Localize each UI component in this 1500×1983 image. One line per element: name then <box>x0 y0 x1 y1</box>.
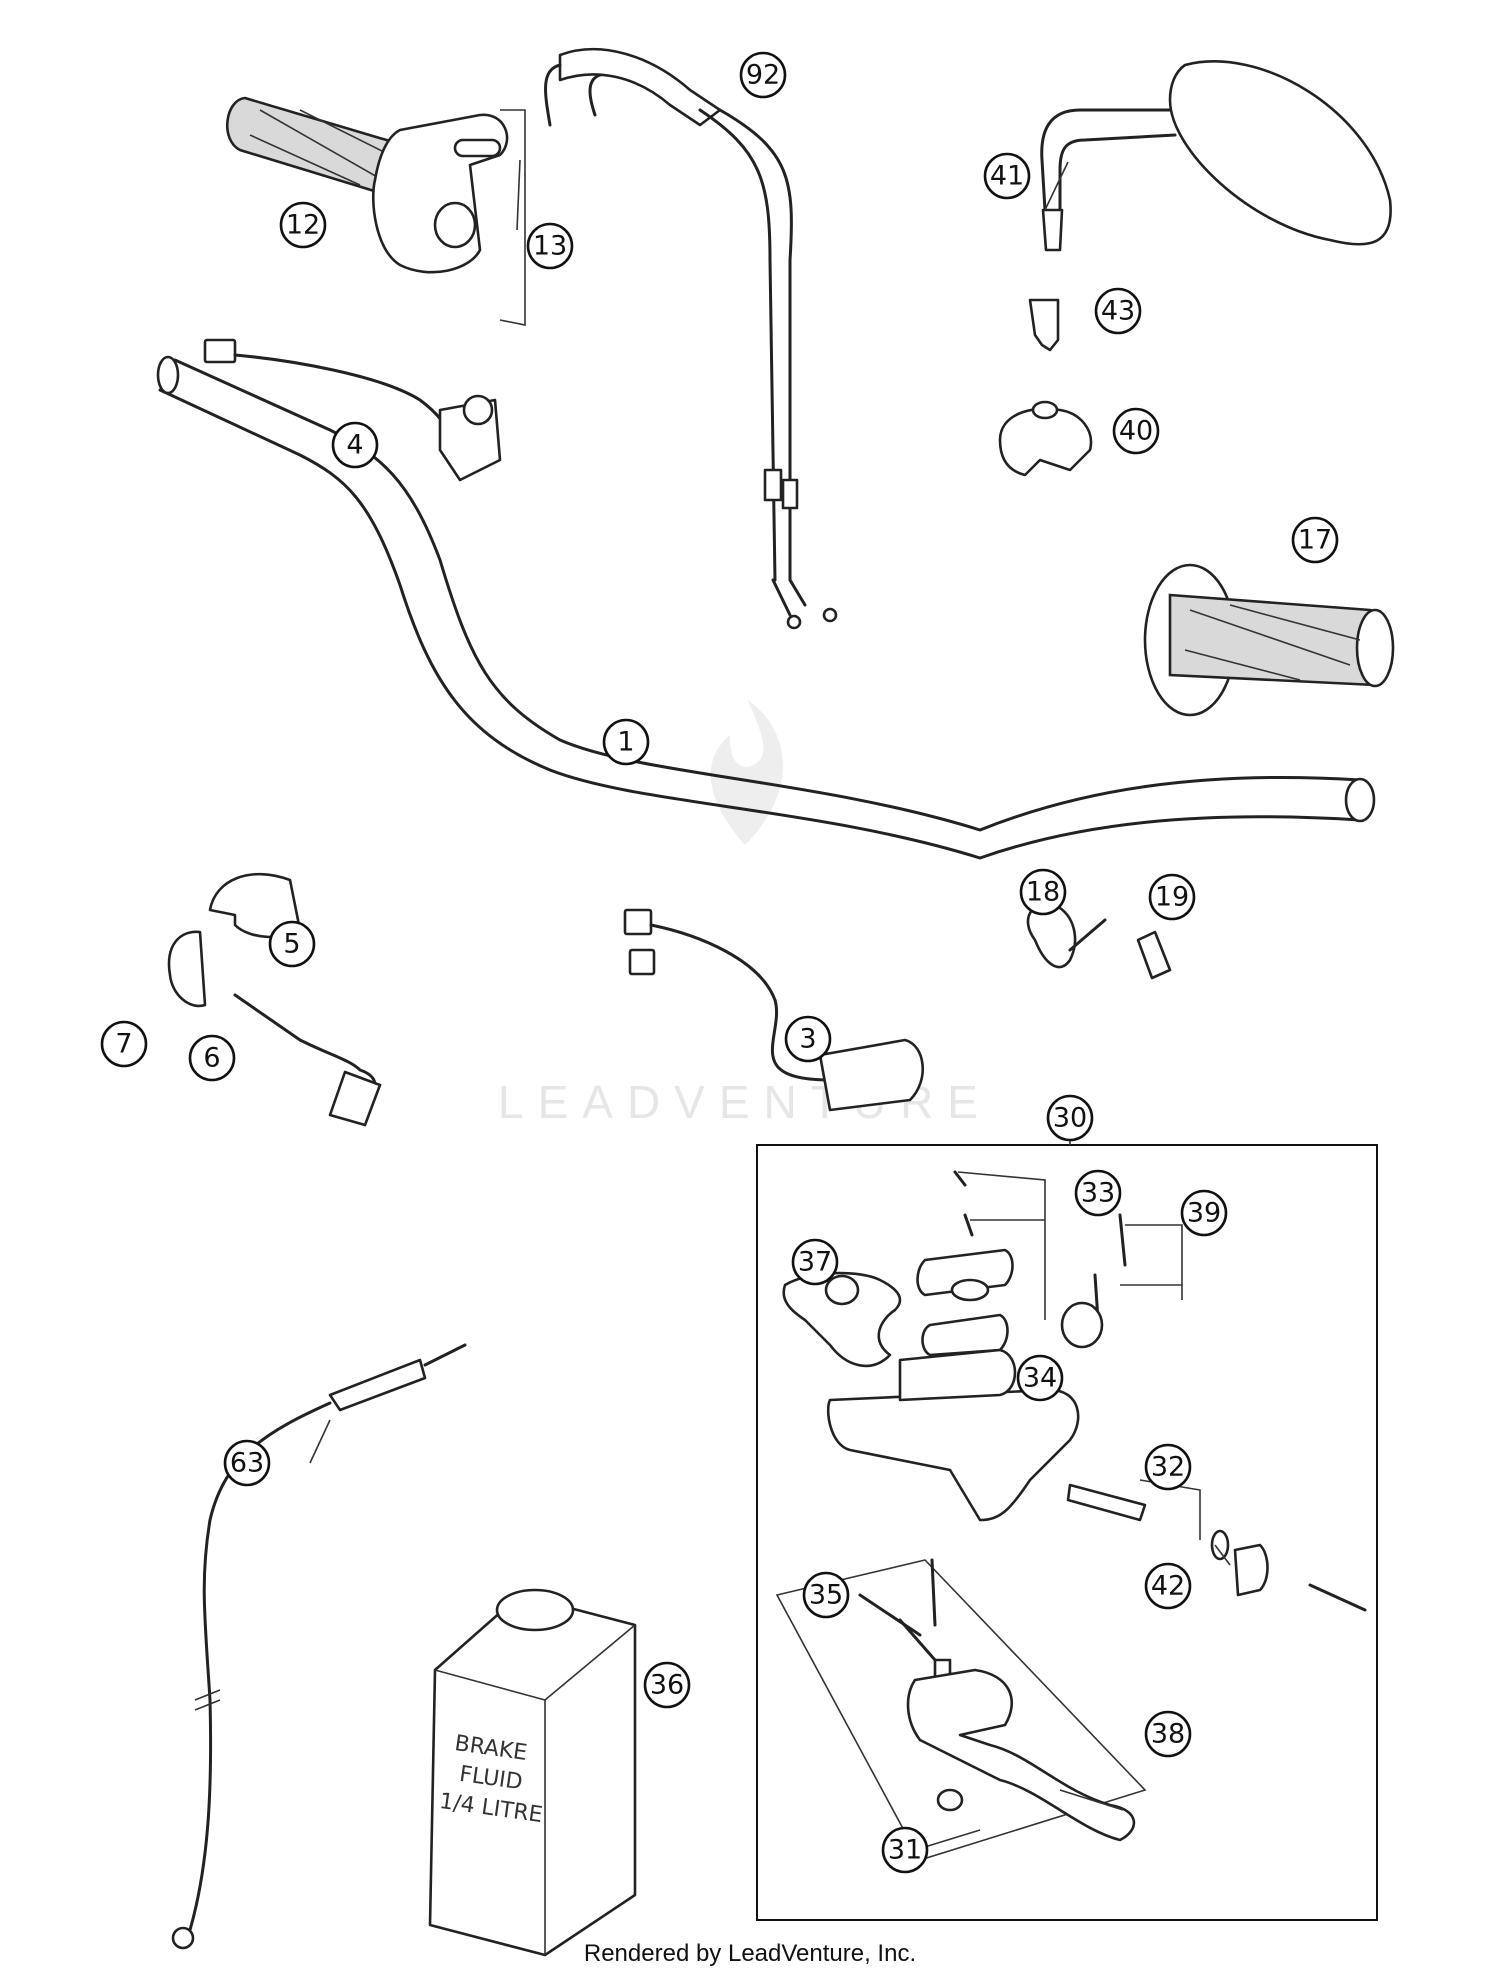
callout-33 <box>1074 1169 1122 1217</box>
kill-switch <box>203 338 502 482</box>
callout-35-label: 35 <box>809 1580 843 1611</box>
callout-34-label: 34 <box>1023 1363 1057 1394</box>
callout-41-label: 41 <box>990 161 1024 192</box>
handlebar-switch <box>623 908 924 1112</box>
lever-guard <box>782 1271 902 1368</box>
throttle-housing <box>372 109 526 326</box>
callout-36-label: 36 <box>650 1670 684 1701</box>
callout-17-label: 17 <box>1298 525 1332 556</box>
callout-38-label: 38 <box>1151 1719 1185 1750</box>
callout-92 <box>739 51 787 99</box>
callout-6 <box>188 1034 236 1082</box>
callout-12 <box>279 201 327 249</box>
reservoir-cover <box>916 1170 1046 1357</box>
clutch-switch-clamp <box>167 872 382 1127</box>
callout-5 <box>268 920 316 968</box>
mirror-adapter <box>1028 298 1060 352</box>
callout-35 <box>802 1571 850 1619</box>
cable-sleeve <box>1136 930 1172 980</box>
callout-4 <box>331 421 379 469</box>
callout-36 <box>643 1661 691 1709</box>
callout-32-label: 32 <box>1151 1452 1185 1483</box>
callout-42-label: 42 <box>1151 1571 1185 1602</box>
callout-37-label: 37 <box>798 1247 832 1278</box>
callout-40-label: 40 <box>1119 416 1153 447</box>
callout-31-label: 31 <box>888 1835 922 1866</box>
callout-43 <box>1094 287 1142 335</box>
callout-18-label: 18 <box>1026 877 1060 908</box>
callout-43-label: 43 <box>1101 296 1135 327</box>
callout-39 <box>1180 1189 1228 1237</box>
mirror <box>1040 60 1392 252</box>
leader-lines <box>309 159 1231 1851</box>
callout-63 <box>223 1439 271 1487</box>
callout-17 <box>1291 516 1339 564</box>
callout-42 <box>1144 1562 1192 1610</box>
piston-kit <box>1066 1479 1367 1612</box>
callout-40 <box>1112 407 1160 455</box>
mirror-clamp <box>998 400 1093 477</box>
callout-63-label: 63 <box>230 1448 264 1479</box>
callout-37 <box>791 1238 839 1286</box>
callout-92-label: 92 <box>746 60 780 91</box>
footer-credit: Rendered by LeadVenture, Inc. <box>583 1940 917 1967</box>
callout-1 <box>602 718 650 766</box>
callout-13-label: 13 <box>533 231 567 262</box>
callout-41 <box>983 152 1031 200</box>
left-grip <box>1143 563 1395 717</box>
callout-39-label: 39 <box>1187 1198 1221 1229</box>
callout-34 <box>1016 1354 1064 1402</box>
callout-7-label: 7 <box>115 1029 132 1060</box>
callout-4-label: 4 <box>346 430 363 461</box>
throttle-cables <box>544 47 838 630</box>
callout-30-label: 30 <box>1053 1103 1087 1134</box>
callout-38 <box>1144 1710 1192 1758</box>
callouts: 92 12 13 41 43 40 4 17 1 18 19 5 7 6 3 3… <box>100 51 1339 1874</box>
speedometer-cable <box>171 1343 467 1950</box>
callout-18 <box>1019 868 1067 916</box>
master-cylinder <box>826 1278 1104 1522</box>
clamp-bolts <box>1093 1213 1183 1322</box>
callout-1-label: 1 <box>617 727 634 758</box>
callout-13 <box>526 222 574 270</box>
callout-12-label: 12 <box>286 210 320 241</box>
cable-tie <box>1026 902 1107 969</box>
callout-19-label: 19 <box>1155 882 1189 913</box>
callout-32 <box>1144 1443 1192 1491</box>
callout-5-label: 5 <box>283 929 300 960</box>
callout-19 <box>1148 873 1196 921</box>
brake-lever <box>775 1558 1147 1861</box>
callout-30 <box>1046 1094 1094 1142</box>
callout-6-label: 6 <box>203 1043 220 1074</box>
callout-31 <box>881 1826 929 1874</box>
brake-fluid-can: BRAKE FLUID 1/4 LITRE <box>428 1588 637 1957</box>
callout-7 <box>100 1020 148 1068</box>
callout-33-label: 33 <box>1081 1178 1115 1209</box>
callout-3 <box>784 1015 832 1063</box>
callout-3-label: 3 <box>799 1024 816 1055</box>
